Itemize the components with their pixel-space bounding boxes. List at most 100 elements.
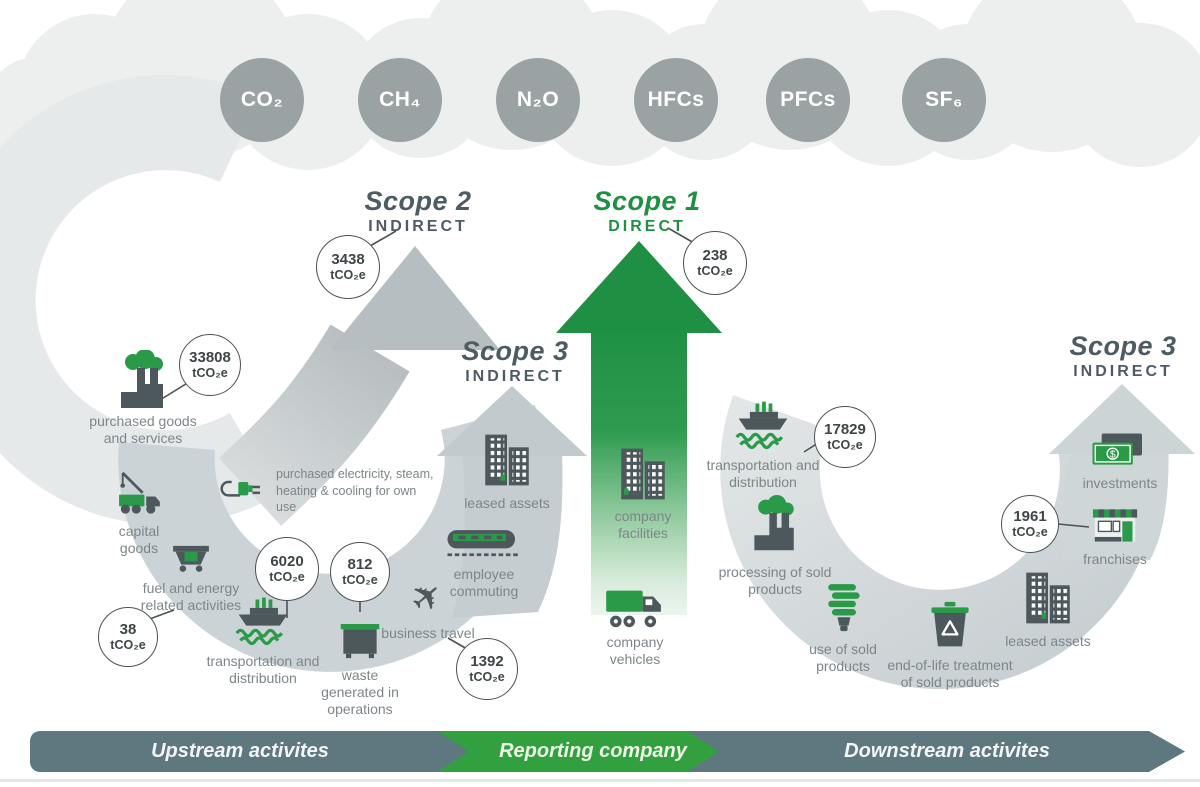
scope2-arrowhead <box>330 246 500 350</box>
crane-truck-icon <box>119 471 160 514</box>
factory-cloud-icon <box>754 494 794 551</box>
gas-n2o: N₂O <box>496 58 580 142</box>
item-leased-assets-downstream: leased assets <box>988 566 1108 650</box>
item-purchased-goods: purchased goods and services <box>87 350 199 447</box>
scope3-up-arrowhead <box>437 386 587 456</box>
item-label: purchased electricity, steam, heating & … <box>276 467 434 514</box>
bubble-value: 38 <box>119 620 137 638</box>
item-label: transportation and distribution <box>206 653 320 687</box>
bubble-waste: 812 tCO₂e <box>330 542 390 602</box>
svg-text:$: $ <box>1110 449 1116 460</box>
banknotes-icon: $ <box>1092 433 1142 465</box>
scope1-type: DIRECT <box>608 218 686 235</box>
train-icon <box>447 530 521 557</box>
scope3-down-arrowhead <box>1049 384 1195 454</box>
airplane-icon: ✈ <box>403 576 452 622</box>
gas-hfcs: HFCs <box>634 58 718 142</box>
bubble-scope1: 238 tCO₂e <box>683 231 747 295</box>
scope3-upstream-type: INDIRECT <box>465 368 565 385</box>
item-label: end-of-life treatment of sold products <box>887 657 1013 691</box>
item-business-travel: ✈ business travel <box>381 576 476 642</box>
item-transportation-downstream: transportation and distribution <box>693 396 833 491</box>
item-processing-sold-products: processing of sold products <box>713 487 837 598</box>
item-label: leased assets <box>1005 633 1091 649</box>
item-fuel-energy: fuel and energy related activities <box>139 531 243 614</box>
item-label: investments <box>1082 475 1158 491</box>
item-leased-assets-upstream: leased assets <box>447 428 567 512</box>
bottom-divider <box>0 779 1200 782</box>
ship-icon <box>235 597 288 646</box>
bubble-value: 33808 <box>189 348 231 366</box>
scope3-down-arrow-shaft <box>1061 432 1169 560</box>
factory-cloud-icon <box>121 350 163 408</box>
buildings-icon <box>1026 572 1070 624</box>
item-label: employee commuting <box>449 566 519 600</box>
bubble-transportation-downstream: 17829 tCO₂e <box>814 406 876 468</box>
buildings-icon <box>621 448 665 500</box>
item-label: fuel and energy related activities <box>140 580 242 614</box>
bubble-unit: tCO₂e <box>110 637 146 652</box>
plug-icon <box>220 480 260 497</box>
item-label: business travel <box>381 625 475 641</box>
bubble-unit: tCO₂e <box>192 365 228 380</box>
scope2-title-block: Scope 2 INDIRECT <box>364 186 471 236</box>
item-transportation-upstream: transportation and distribution <box>197 592 329 687</box>
banner-upstream-segment <box>30 731 490 772</box>
buildings-icon <box>485 434 529 486</box>
waste-container-icon <box>340 624 380 659</box>
item-investments: $ investments <box>1065 428 1175 492</box>
item-label: capital goods <box>118 523 160 557</box>
scope1-title-block: Scope 1 DIRECT <box>593 186 700 236</box>
bubble-unit: tCO₂e <box>342 572 378 587</box>
scope2-arrow-shaft <box>218 324 410 526</box>
item-employee-commuting: employee commuting <box>434 521 534 600</box>
scope2-type: INDIRECT <box>368 218 468 235</box>
item-label: franchises <box>1083 551 1147 567</box>
bubble-transportation-upstream: 6020 tCO₂e <box>255 537 319 601</box>
bubble-purchased-goods: 33808 tCO₂e <box>179 334 241 396</box>
item-use-of-sold-products: use of sold products <box>791 580 895 675</box>
bubble-value: 17829 <box>824 420 866 438</box>
item-label: transportation and distribution <box>706 457 820 491</box>
gas-sf6: SF₆ <box>902 58 986 142</box>
item-label: leased assets <box>464 495 550 511</box>
scope3-downstream-title: Scope 3 <box>1069 331 1177 361</box>
item-label: company vehicles <box>606 634 664 668</box>
bubble-value: 1392 <box>470 652 504 670</box>
item-franchises: franchises <box>1065 502 1165 568</box>
truck-icon <box>606 590 661 628</box>
item-label: use of sold products <box>809 641 877 675</box>
scope1-title: Scope 1 <box>593 186 701 216</box>
left-ring-swoosh <box>0 74 277 525</box>
bubble-fuel-energy: 38 tCO₂e <box>98 607 158 667</box>
item-capital-goods: capital goods <box>103 462 175 557</box>
bubble-value: 6020 <box>270 552 304 570</box>
bubble-value: 238 <box>702 246 728 264</box>
bubble-unit: tCO₂e <box>330 267 366 282</box>
bubble-unit: tCO₂e <box>697 263 733 278</box>
cfl-bulb-icon <box>828 584 860 632</box>
banner-reporting-segment <box>437 731 719 772</box>
bubble-franchises: 1961 tCO₂e <box>1001 495 1059 553</box>
bubble-business-travel: 1392 tCO₂e <box>456 638 518 700</box>
bubble-unit: tCO₂e <box>1012 524 1048 539</box>
bubble-scope2: 3438 tCO₂e <box>316 235 380 299</box>
ship-icon <box>735 401 788 450</box>
gas-pfcs: PFCs <box>766 58 850 142</box>
scope3-upstream-title: Scope 3 <box>461 336 569 366</box>
hopper-car-icon <box>173 545 209 572</box>
item-company-facilities: company facilities <box>593 443 693 542</box>
scope3-upstream-title-block: Scope 3 INDIRECT <box>461 336 568 386</box>
bubble-unit: tCO₂e <box>469 669 505 684</box>
item-end-of-life: end-of-life treatment of sold products <box>883 598 1017 691</box>
storefront-icon <box>1092 509 1138 542</box>
bubble-unit: tCO₂e <box>269 569 305 584</box>
scope3-downstream-type: INDIRECT <box>1073 363 1173 380</box>
bubble-value: 812 <box>347 555 373 573</box>
banner-reporting-label: Reporting company <box>499 740 687 762</box>
bubble-value: 1961 <box>1013 507 1047 525</box>
item-label: processing of sold products <box>718 564 832 598</box>
recycle-bin-icon <box>931 601 969 647</box>
item-label: purchased goods and services <box>89 413 197 447</box>
